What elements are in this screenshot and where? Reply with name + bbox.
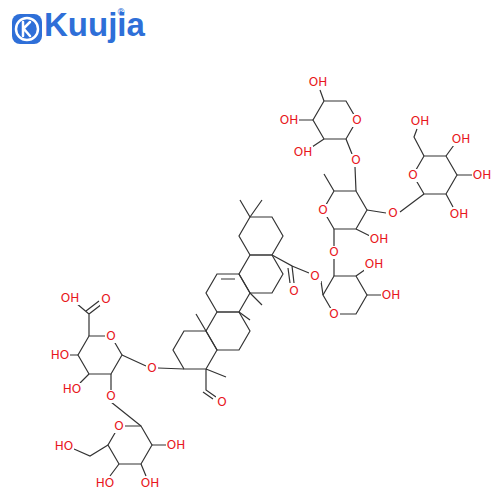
atom-label: O [328, 246, 339, 259]
atom-label: OH [60, 292, 80, 305]
atom-label: OH [279, 114, 299, 127]
logo-icon [12, 14, 42, 44]
atom-label: O [113, 420, 124, 433]
atom-label: OH [293, 146, 313, 159]
atom-label: O [350, 154, 361, 167]
bond-lines [68, 90, 472, 476]
atom-label: OH [166, 439, 186, 452]
registered-mark: ® [117, 7, 126, 17]
atom-label: O [105, 390, 116, 403]
atom-label: O [216, 396, 227, 409]
atom-label: O [288, 285, 299, 298]
atom-label: OH [449, 208, 469, 221]
atom-label: OH [369, 233, 389, 246]
atom-label: O [317, 204, 328, 217]
atom-label: HO [50, 349, 70, 362]
atom-label: HO [54, 440, 74, 453]
atom-label: O [387, 207, 398, 220]
atom-label: OH [364, 258, 384, 271]
brand-name: Kuujia [44, 7, 145, 43]
atom-label: HO [95, 477, 115, 490]
atom-label: OH [472, 169, 492, 182]
atom-label: OH [410, 115, 430, 128]
atom-label: OH [308, 76, 328, 89]
atom-label: HO [62, 383, 82, 396]
atom-label: OH [451, 133, 471, 146]
atom-label: O [407, 169, 418, 182]
atom-label: O [328, 308, 339, 321]
atom-label: O [351, 114, 362, 127]
atom-label: O [105, 330, 116, 343]
atom-label: O [100, 293, 111, 306]
atom-label: O [309, 270, 320, 283]
atom-label: O [146, 362, 157, 375]
atom-label: OH [140, 477, 160, 490]
atom-label: OH [381, 289, 401, 302]
